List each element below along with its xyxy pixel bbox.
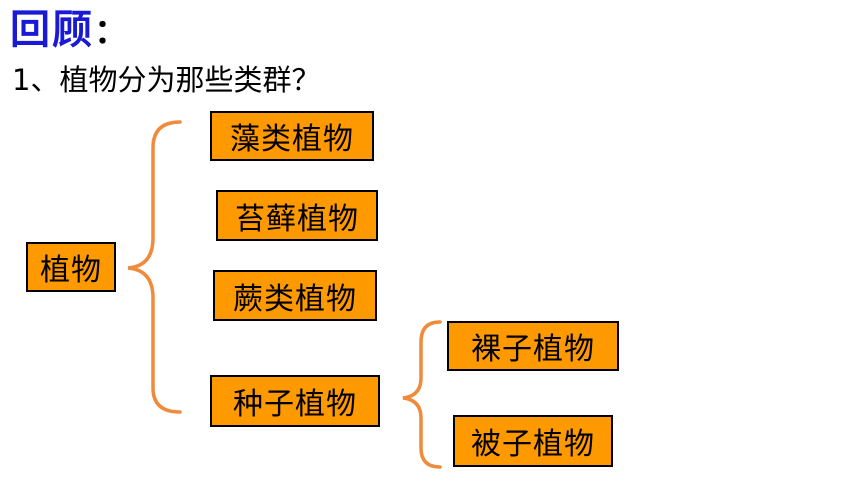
root-node-plants: 植物 [26,242,116,292]
node-gymnosperms: 裸子植物 [447,321,619,371]
title-text: 回顾 [10,7,94,53]
main-brace [127,120,182,414]
node-ferns: 蕨类植物 [213,270,377,321]
title-colon: ： [94,12,130,52]
node-seed-plants: 种子植物 [210,375,380,427]
node-angiosperms: 被子植物 [453,415,613,467]
node-bryophytes: 苔藓植物 [216,190,378,241]
page-title: 回顾： [10,8,130,54]
node-algae: 藻类植物 [210,111,374,161]
seed-brace [402,320,442,469]
question-text: 1、植物分为那些类群？ [12,63,321,97]
